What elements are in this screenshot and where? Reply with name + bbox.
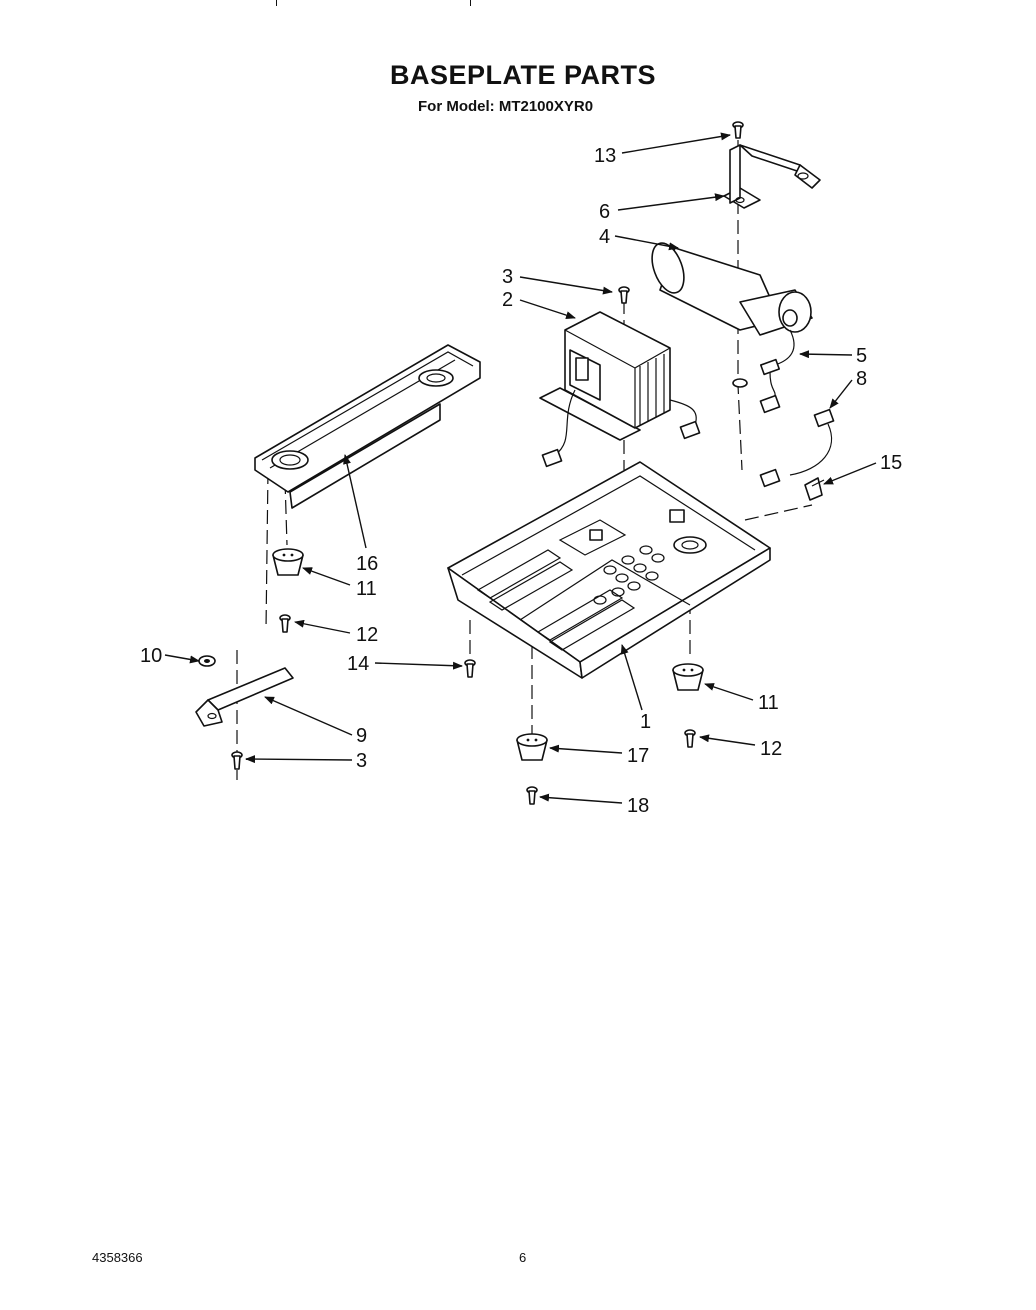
- part-6-mounting-bracket: [723, 144, 821, 209]
- leader-lines: [164, 132, 877, 804]
- top-edge-mark: [470, 0, 471, 6]
- top-edge-mark: [276, 0, 277, 6]
- callout-14: 14: [347, 653, 369, 675]
- callout-10: 10: [140, 645, 162, 667]
- callout-13: 13: [594, 145, 616, 167]
- part-13-screw: [732, 121, 744, 139]
- callout-15: 15: [880, 452, 902, 474]
- callout-3-upper: 3: [502, 266, 513, 288]
- callout-11-left: 11: [356, 578, 377, 600]
- part-12-screw-right: [684, 729, 696, 748]
- part-17-foot: [516, 733, 548, 761]
- part-5-capacitor-lead: [732, 329, 795, 414]
- part-14-screw: [464, 659, 476, 678]
- page-number: 6: [519, 1250, 527, 1265]
- callout-18: 18: [627, 795, 649, 817]
- part-1-base-plate: [447, 461, 771, 679]
- callout-9: 9: [356, 725, 367, 747]
- callout-4: 4: [599, 226, 610, 248]
- callout-6: 6: [599, 201, 610, 223]
- part-11-foot-right: [672, 663, 704, 691]
- callout-labels: 13 6 4 3 2 5 8 15 16 11 12 10 14 1 11 9 …: [140, 145, 902, 817]
- callout-16: 16: [356, 553, 378, 575]
- part-4-capacitor: [651, 242, 813, 336]
- callout-17: 17: [627, 745, 649, 767]
- callout-3-lower: 3: [356, 750, 367, 772]
- part-16-rail-bracket: [254, 344, 481, 509]
- part-12-screw-left: [279, 614, 291, 633]
- document-number: 4358366: [92, 1250, 143, 1265]
- part-3-screw-lower: [231, 751, 243, 770]
- callout-12-right: 12: [760, 738, 782, 760]
- part-10-nut: [198, 655, 216, 667]
- part-2-transformer: [539, 311, 701, 468]
- part-11-foot-left: [272, 548, 304, 576]
- callout-12-left: 12: [356, 624, 378, 646]
- callout-2: 2: [502, 289, 513, 311]
- callout-11-right: 11: [758, 692, 779, 714]
- callout-1: 1: [640, 711, 651, 733]
- callout-5: 5: [856, 345, 867, 367]
- part-8-lead: [759, 408, 835, 488]
- part-15-clip: [804, 477, 825, 501]
- part-18-screw: [526, 786, 538, 805]
- model-subtitle: For Model: MT2100XYR0: [418, 98, 594, 115]
- part-9-bracket: [195, 667, 294, 727]
- callout-8: 8: [856, 368, 867, 390]
- page-title: BASEPLATE PARTS: [390, 60, 657, 90]
- part-3-screw-upper: [618, 286, 630, 304]
- screws-and-nuts: [198, 121, 744, 805]
